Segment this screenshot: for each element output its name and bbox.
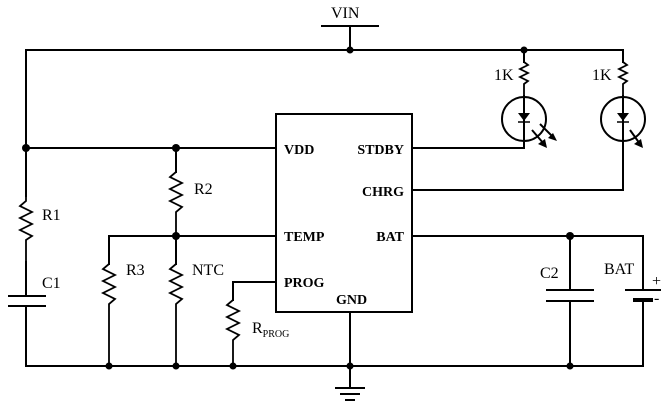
led-stdby-branch: 1K xyxy=(494,49,557,149)
capacitor-c1: C1 xyxy=(8,261,61,367)
resistor-r3: R3 xyxy=(100,235,145,366)
capacitor-c2: C2 xyxy=(540,235,594,367)
r1-label: R1 xyxy=(42,207,61,224)
battery-minus: - xyxy=(654,290,659,307)
pin-stdby: STDBY xyxy=(357,143,404,158)
c2-label: C2 xyxy=(540,265,559,282)
rprog-label: RPROG xyxy=(252,320,289,340)
led1-resistor-label: 1K xyxy=(494,67,514,84)
led2-resistor-label: 1K xyxy=(592,67,612,84)
pin-bat: BAT xyxy=(376,230,404,245)
thermistor-ntc: NTC xyxy=(167,235,224,366)
led-chrg-branch: 1K xyxy=(592,49,646,191)
pin-vdd: VDD xyxy=(284,143,314,158)
pin-prog: PROG xyxy=(284,276,325,291)
junctions xyxy=(22,46,574,370)
charger-ic: VDD TEMP PROG GND STDBY CHRG BAT xyxy=(275,113,413,313)
vin-label: VIN xyxy=(331,5,360,22)
c1-label: C1 xyxy=(42,275,61,292)
battery-plus: + xyxy=(652,273,661,290)
pin-gnd: GND xyxy=(336,293,367,308)
resistor-rprog: RPROG xyxy=(224,281,289,366)
resistor-r2: R2 xyxy=(167,147,213,236)
battery-label: BAT xyxy=(604,261,634,278)
resistor-r1: R1 xyxy=(17,196,61,262)
r2-label: R2 xyxy=(194,181,213,198)
battery: BAT + - xyxy=(604,235,661,367)
r3-label: R3 xyxy=(126,262,145,279)
pin-chrg: CHRG xyxy=(362,185,404,200)
ntc-label: NTC xyxy=(192,262,224,279)
vin-supply: VIN xyxy=(321,5,379,51)
ground-symbol xyxy=(335,311,365,401)
pin-temp: TEMP xyxy=(284,230,325,245)
